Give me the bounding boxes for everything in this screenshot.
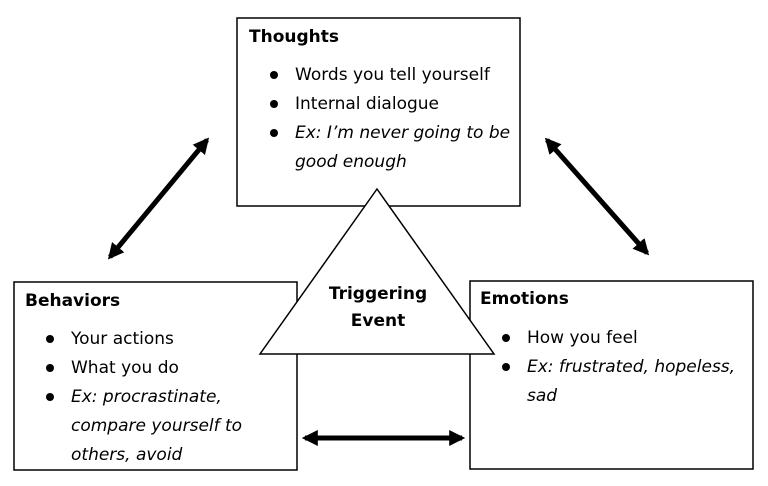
thoughts-behaviors-arrow (107, 137, 210, 260)
emotions-title: Emotions (480, 289, 569, 309)
emotions-list: How you feel Ex: frustrated, hopeless, s… (500, 324, 740, 411)
triggering-event-line2: Event (350, 311, 406, 331)
triggering-event-line1: Triggering (328, 284, 428, 304)
behaviors-list: Your actions What you do Ex: procrastina… (44, 325, 284, 470)
list-item: Internal dialogue (268, 90, 513, 119)
thoughts-emotions-arrow (544, 137, 650, 256)
behaviors-title: Behaviors (25, 291, 121, 311)
triggering-event-triangle (258, 187, 496, 355)
list-item: Words you tell yourself (268, 61, 513, 90)
list-item: Ex: procrastinate, compare yourself to o… (44, 383, 284, 470)
thoughts-list: Words you tell yourself Internal dialogu… (268, 61, 513, 177)
list-item: Your actions (44, 325, 284, 354)
list-item: Ex: frustrated, hopeless, sad (500, 353, 740, 411)
triggering-event-label: Triggering Event (318, 281, 438, 335)
behaviors-box (13, 281, 298, 471)
list-item: What you do (44, 354, 284, 383)
list-item: How you feel (500, 324, 740, 353)
thoughts-title: Thoughts (249, 27, 339, 47)
list-item: Ex: I’m never going to be good enough (268, 119, 513, 177)
emotions-box (469, 280, 754, 470)
